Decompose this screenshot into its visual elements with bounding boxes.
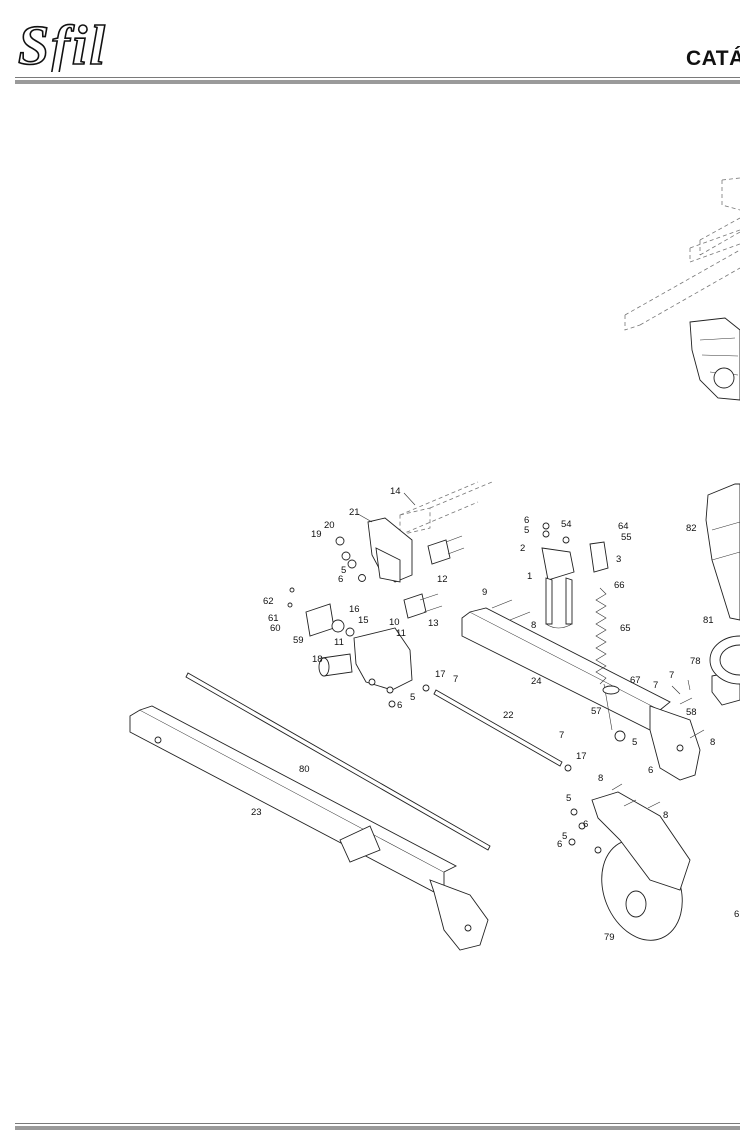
callout-80: 80 <box>299 764 310 775</box>
callout-17: 17 <box>576 751 587 762</box>
callout-7: 7 <box>559 730 564 741</box>
dashed-frame-upper <box>624 177 740 401</box>
callout-81: 81 <box>703 615 714 626</box>
callout-1: 1 <box>527 571 532 582</box>
callout-79: 79 <box>604 932 615 943</box>
part-23-frame <box>129 705 489 951</box>
callout-6: 6 <box>338 574 343 585</box>
callout-7: 7 <box>653 680 658 691</box>
part-19-20-nuts <box>335 536 366 582</box>
header-rule <box>15 77 740 84</box>
callout-66: 66 <box>614 580 625 591</box>
callout-3: 3 <box>616 554 621 565</box>
callout-61: 61 <box>268 613 279 624</box>
callout-60: 60 <box>270 623 281 634</box>
callout-24: 24 <box>531 676 542 687</box>
callout-5: 5 <box>410 692 415 703</box>
callout-16: 16 <box>349 604 360 615</box>
callout-6: 6 <box>397 700 402 711</box>
part-59-plate <box>287 587 335 637</box>
callout-78: 78 <box>690 656 701 667</box>
callout-6: 6 <box>583 819 588 830</box>
callout-5: 5 <box>632 737 637 748</box>
part-24-frame <box>461 607 701 781</box>
callout-65: 65 <box>620 623 631 634</box>
callout-6: 6 <box>557 839 562 850</box>
callout-8: 8 <box>531 620 536 631</box>
callout-12: 12 <box>437 574 448 585</box>
callout-22: 22 <box>503 710 514 721</box>
logo-text: Sfil <box>18 15 107 72</box>
callout-7: 7 <box>669 670 674 681</box>
callout-5: 5 <box>566 793 571 804</box>
callout-17: 17 <box>435 669 446 680</box>
part-22-shaft <box>422 684 572 772</box>
callout-5: 5 <box>341 565 346 576</box>
callout-62: 62 <box>263 596 274 607</box>
callout-20: 20 <box>324 520 335 531</box>
callout-8: 8 <box>710 737 715 748</box>
callout-67: 67 <box>630 675 641 686</box>
callout-7: 7 <box>453 674 458 685</box>
part-65-spring <box>595 587 626 742</box>
callout-8: 8 <box>598 773 603 784</box>
callout-64: 64 <box>618 521 629 532</box>
callout-13: 13 <box>428 618 439 629</box>
callout-59: 59 <box>293 635 304 646</box>
callout-11: 11 <box>334 637 344 648</box>
part-12-13-clamps <box>403 535 465 619</box>
callout-6: 6 <box>734 909 739 920</box>
callout-57: 57 <box>591 706 602 717</box>
part-14-tube <box>399 481 493 536</box>
part-10-gearbox <box>318 619 413 708</box>
callout-58: 58 <box>686 707 697 718</box>
callout-2: 2 <box>520 543 525 554</box>
callout-82: 82 <box>686 523 697 534</box>
callout-54: 54 <box>561 519 572 530</box>
part-9-8-bolts <box>491 599 531 621</box>
callout-6: 6 <box>648 765 653 776</box>
callout-14: 14 <box>390 486 401 497</box>
callout-5: 5 <box>562 831 567 842</box>
part-21-bracket <box>357 513 413 583</box>
page-title: CATÁ <box>686 47 740 70</box>
callout-9: 9 <box>482 587 487 598</box>
callout-55: 55 <box>621 532 632 543</box>
callout-21: 21 <box>349 507 360 518</box>
callout-19: 19 <box>311 529 322 540</box>
part-82-hopper <box>705 483 740 685</box>
callout-10: 10 <box>389 617 400 628</box>
callout-11: 11 <box>396 628 406 639</box>
sfil-logo: Sfil <box>17 14 107 72</box>
footer-rule <box>15 1123 740 1130</box>
callout-8: 8 <box>663 810 668 821</box>
part-80-shaft <box>185 672 491 851</box>
callout-6: 6 <box>524 515 529 526</box>
callout-5: 5 <box>524 525 529 536</box>
part-79-disc <box>568 783 691 941</box>
part-1-2-3-linkage <box>541 522 609 629</box>
callout-15: 15 <box>358 615 369 626</box>
callout-18: 18 <box>312 654 323 665</box>
callout-23: 23 <box>251 807 262 818</box>
callout-labels: 14 21 20 19 5 6 12 13 62 61 60 59 16 15 … <box>251 486 739 943</box>
